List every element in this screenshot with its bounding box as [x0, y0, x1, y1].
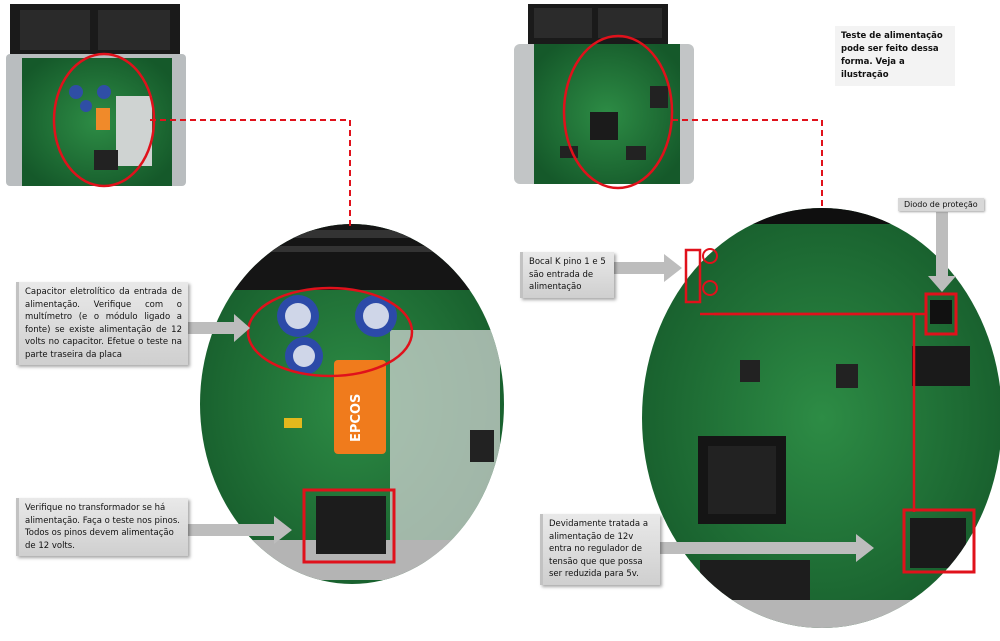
- callout-capacitor: Capacitor eletrolítico da entrada de ali…: [16, 282, 188, 365]
- ecu-module-left: [6, 4, 186, 186]
- callout-regulator: Devidamente tratada a alimentação de 12v…: [540, 514, 660, 585]
- note-power-test: Teste de alimentação pode ser feito dess…: [835, 26, 955, 86]
- pointer-arrows: [188, 212, 956, 562]
- label-protection-diode: Diodo de proteção: [898, 198, 984, 211]
- ecu-module-right: [514, 4, 694, 184]
- callout-transformer: Verifique no transformador se há aliment…: [16, 498, 188, 556]
- epcos-label: EPCOS: [349, 394, 364, 442]
- connectors: [150, 119, 823, 230]
- callout-bocal-k: Bocal K pino 1 e 5 são entrada de alimen…: [520, 252, 614, 298]
